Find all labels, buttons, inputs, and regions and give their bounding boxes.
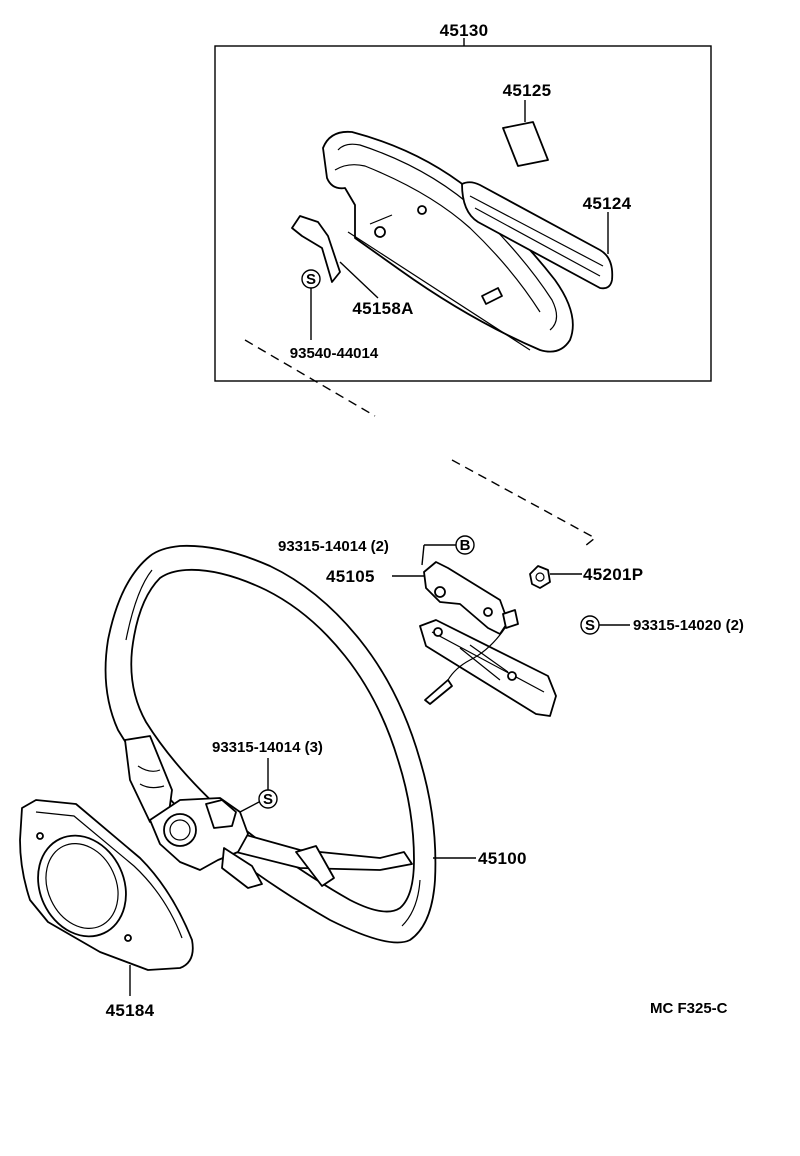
bolt-symbol: [455, 535, 475, 555]
label-93315-14014-3: 93315-14014 (3): [212, 739, 323, 756]
nut-45201P: [529, 565, 551, 589]
column-cover-group: 45184: [19, 799, 194, 1020]
drawing-code: MC F325-C: [650, 1000, 728, 1017]
steering-wheel-rim-inner: [130, 568, 415, 913]
label-45130: 45130: [440, 21, 489, 40]
screw-symbol-3-letter: S: [263, 791, 273, 808]
label-93315-14020-2: 93315-14020 (2): [633, 617, 744, 634]
label-45100: 45100: [478, 849, 527, 868]
horn-pad-body: [322, 130, 574, 353]
screw-symbol-3: [258, 789, 278, 809]
steering-wheel-group: 45100 93315-14014 (3) S: [104, 544, 527, 944]
label-93315-14014-2: 93315-14014 (2): [278, 538, 389, 555]
horn-contact-group: 93315-14014 (2) B 45105 45201P S 93315-1…: [278, 535, 744, 717]
assembly-dashed-line: [244, 339, 597, 547]
label-45158A: 45158A: [352, 299, 413, 318]
label-45201P: 45201P: [583, 565, 643, 584]
hub-center: [163, 813, 197, 847]
label-45184: 45184: [106, 1001, 155, 1020]
spoke-lower-right: [227, 829, 413, 871]
pad-assembly-group: 45130 45125 45124 45158A S 93540-44014: [214, 21, 712, 382]
label-45124: 45124: [583, 194, 632, 213]
emblem-45125: [502, 121, 549, 167]
bolt-symbol-letter: B: [460, 537, 471, 554]
bracket-45158A: [291, 215, 341, 283]
screw-symbol-letter: S: [306, 271, 316, 288]
label-45125: 45125: [503, 81, 552, 100]
screw-symbol-2-letter: S: [585, 617, 595, 634]
label-45105: 45105: [326, 567, 375, 586]
label-93540-44014: 93540-44014: [290, 345, 379, 362]
column-cover-opening: [37, 834, 127, 938]
pad-assembly-frame: [214, 45, 712, 382]
